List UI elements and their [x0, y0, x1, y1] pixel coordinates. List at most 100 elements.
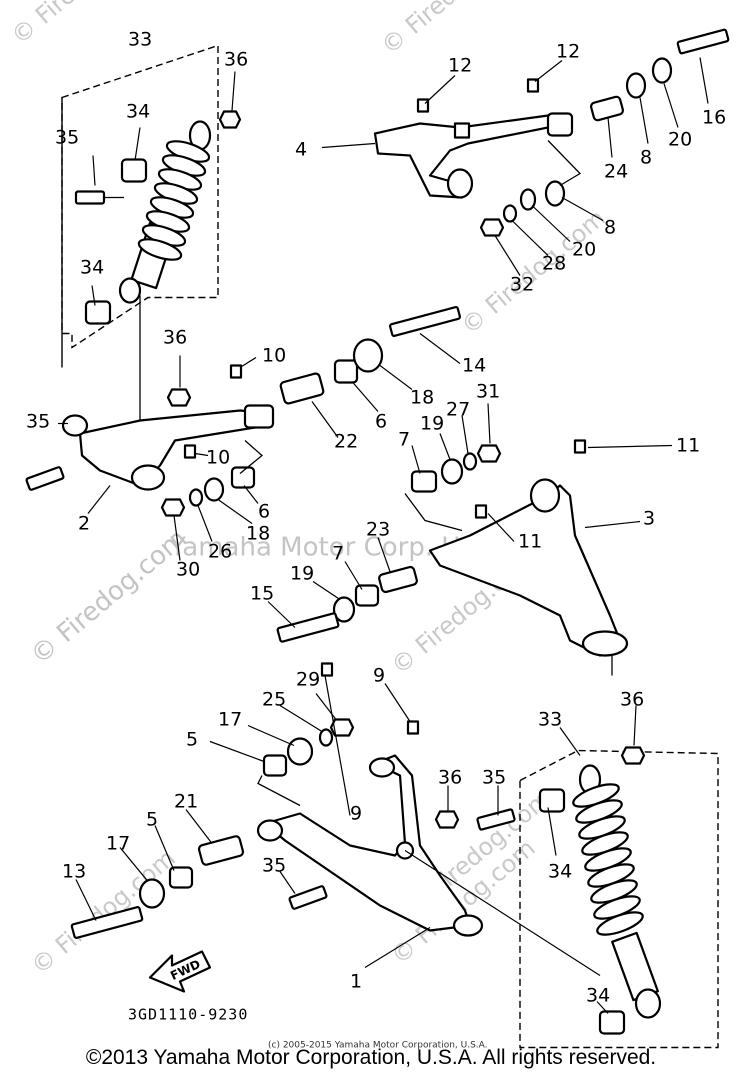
grease-nipple-10a	[229, 364, 243, 379]
bushing-18a	[352, 338, 384, 373]
callout-c34b: 34	[80, 257, 104, 279]
bolt-15	[276, 612, 340, 643]
watermark-yamaha-small: (c) 2005-2015 Yamaha Motor Corporation, …	[268, 1041, 488, 1051]
callout-c9b: 9	[350, 803, 362, 825]
callout-c5a: 5	[186, 729, 198, 751]
callout-c35b: 35	[26, 411, 50, 433]
callout-c3: 3	[643, 508, 655, 530]
washer-27	[462, 452, 478, 471]
nut-29	[329, 718, 355, 737]
collar-23	[378, 565, 418, 594]
watermark-firedog: © Firedog.com	[456, 204, 611, 340]
upper-arm-4	[373, 28, 730, 237]
bolt-35d	[288, 885, 328, 910]
grease-nipple-12a	[416, 98, 430, 113]
callout-c35d: 35	[262, 855, 286, 877]
callout-c1: 1	[350, 971, 362, 993]
washer-17b	[138, 878, 166, 909]
collar-21	[197, 835, 245, 866]
callout-c8a: 8	[640, 147, 652, 169]
shock-spring	[137, 140, 211, 261]
washer-19b	[332, 596, 356, 623]
callout-c12a: 12	[448, 55, 472, 77]
callout-c35a: 35	[55, 127, 79, 149]
callout-c17a: 17	[218, 709, 242, 731]
washer-25	[318, 728, 334, 747]
callout-c36b: 36	[163, 327, 187, 349]
bolt-16	[676, 28, 730, 55]
arm-2-body	[78, 409, 272, 487]
bolt-35b	[25, 466, 65, 491]
lower-shock-bolt-35	[476, 808, 516, 831]
bolt-13	[70, 906, 144, 939]
upper-arm-body	[373, 114, 570, 199]
arm-3	[276, 439, 629, 676]
upper-arm-boss	[453, 122, 471, 139]
callout-c20b: 20	[572, 239, 596, 261]
grease-nipple-9b	[406, 720, 420, 735]
callout-c2: 2	[78, 513, 90, 535]
watermark-firedog: © Firedog.com	[376, 0, 531, 60]
callout-c5b: 5	[146, 809, 158, 831]
lower-shock-absorber	[476, 746, 662, 1035]
bushing-5a	[262, 754, 288, 777]
callout-c33b: 33	[538, 709, 562, 731]
callout-c7a: 7	[398, 429, 410, 451]
callout-c19b: 19	[290, 563, 314, 585]
drawing-code: 3GD1110-9230	[128, 1006, 248, 1024]
callout-c36d: 36	[438, 767, 462, 789]
collar-24	[589, 95, 625, 122]
callout-c6a: 6	[375, 411, 387, 433]
arm-2-guide	[239, 440, 264, 475]
leader-lines	[58, 57, 709, 1014]
callout-c24: 24	[604, 161, 628, 183]
fwd-arrow-shape	[148, 950, 212, 993]
upper-arm-front-boss	[546, 112, 574, 137]
grease-nipple-11b	[474, 504, 488, 519]
grease-nipple-12b	[526, 78, 540, 93]
nut-30	[160, 498, 186, 517]
lower-shock-bushing-lower	[598, 1010, 626, 1035]
callout-c22: 22	[334, 431, 358, 453]
bushing-5b	[168, 866, 194, 889]
callout-c21: 21	[174, 791, 198, 813]
callout-c34a: 34	[126, 101, 150, 123]
grease-nipple-11a	[573, 439, 587, 454]
arm-2	[25, 305, 462, 517]
washer-28	[502, 204, 518, 223]
lower-arm-guide	[257, 775, 301, 807]
nut-32	[479, 218, 505, 237]
callout-c33a: 33	[128, 29, 152, 51]
bushing-7b	[354, 584, 380, 607]
callout-c19a: 19	[420, 413, 444, 435]
washer-26	[188, 488, 204, 507]
callout-c28: 28	[542, 253, 566, 275]
nut-36c	[434, 810, 460, 829]
callout-c34d: 34	[586, 985, 610, 1007]
fwd-arrow-icon: FWD	[148, 950, 212, 993]
callout-c17b: 17	[106, 833, 130, 855]
callout-c18a: 18	[410, 387, 434, 409]
copyright-notice: ©2013 Yamaha Motor Corporation, U.S.A. A…	[85, 1046, 657, 1069]
shock-mount-guide	[404, 849, 601, 977]
nut-36b	[166, 388, 192, 407]
upper-arm-pivot	[446, 168, 474, 199]
arm-3-ball-joint	[581, 630, 629, 657]
lower-arm-rear-eye	[256, 819, 284, 842]
callout-c20a: 20	[668, 129, 692, 151]
callout-c29: 29	[296, 669, 320, 691]
arm-3-guide	[404, 493, 463, 532]
bushing-7a	[410, 470, 438, 493]
callout-c10a: 10	[262, 345, 286, 367]
callout-c26: 26	[208, 541, 232, 563]
callout-c11b: 11	[518, 531, 542, 553]
washer-20b	[519, 188, 537, 211]
upper-shock-absorber	[74, 110, 242, 421]
lower-shock-nut-36	[620, 746, 646, 765]
callout-c31: 31	[476, 381, 500, 403]
callout-c16: 16	[702, 107, 726, 129]
grease-nipple-10b	[183, 444, 197, 459]
watermark-firedog: © Firedog.com	[26, 844, 181, 980]
washer-17a	[286, 737, 314, 766]
